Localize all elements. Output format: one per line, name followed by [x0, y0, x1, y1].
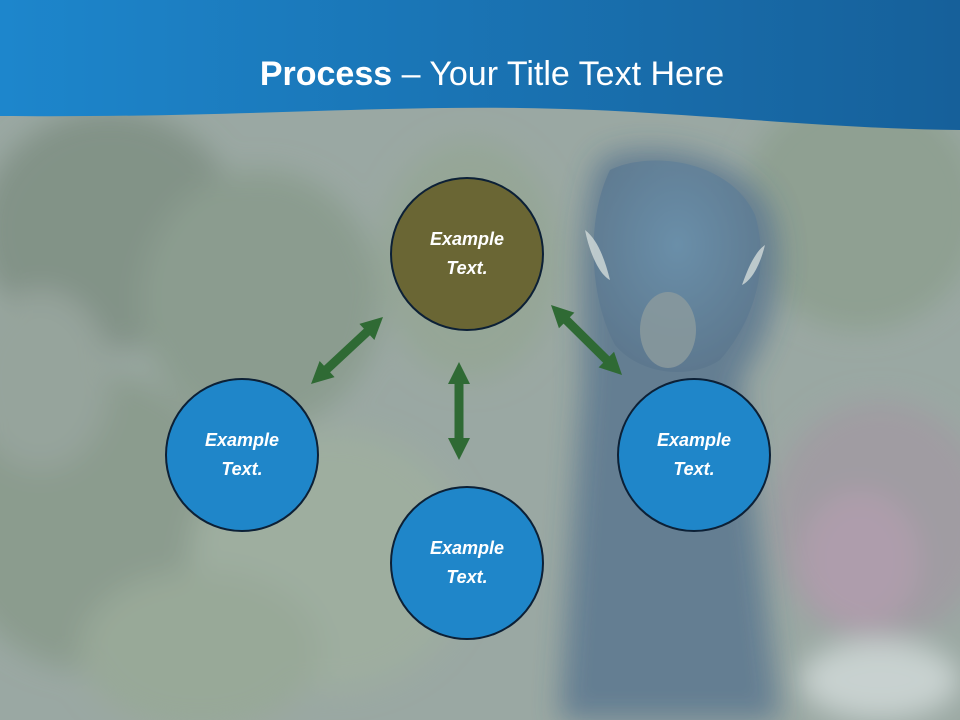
arrow-top-left: [311, 317, 383, 384]
arrow-head-start: [448, 362, 470, 384]
arrow-head-end: [598, 351, 622, 375]
header-band: [0, 0, 960, 130]
node-bottom: Example Text.: [390, 486, 544, 640]
arrow-head-start: [551, 305, 575, 329]
node-top-label: Example Text.: [429, 229, 505, 278]
arrow-head-end: [311, 360, 335, 384]
arrow-head-start: [359, 317, 383, 341]
title-rest: – Your Title Text Here: [392, 55, 725, 93]
node-right: Example Text.: [617, 378, 771, 532]
slide-title: Process – Your Title Text Here: [0, 50, 960, 98]
arrow-top-right: [551, 305, 622, 375]
arrow-head-end: [448, 438, 470, 460]
node-top: Example Text.: [390, 177, 544, 331]
node-bottom-label: Example Text.: [429, 538, 505, 587]
arrow-shaft: [560, 314, 613, 366]
node-left: Example Text.: [165, 378, 319, 532]
node-right-label: Example Text.: [656, 430, 732, 479]
title-bold: Process: [259, 55, 393, 93]
arrow-shaft: [320, 325, 374, 376]
arrow-top-bottom: [448, 362, 470, 460]
node-left-label: Example Text.: [204, 430, 280, 479]
